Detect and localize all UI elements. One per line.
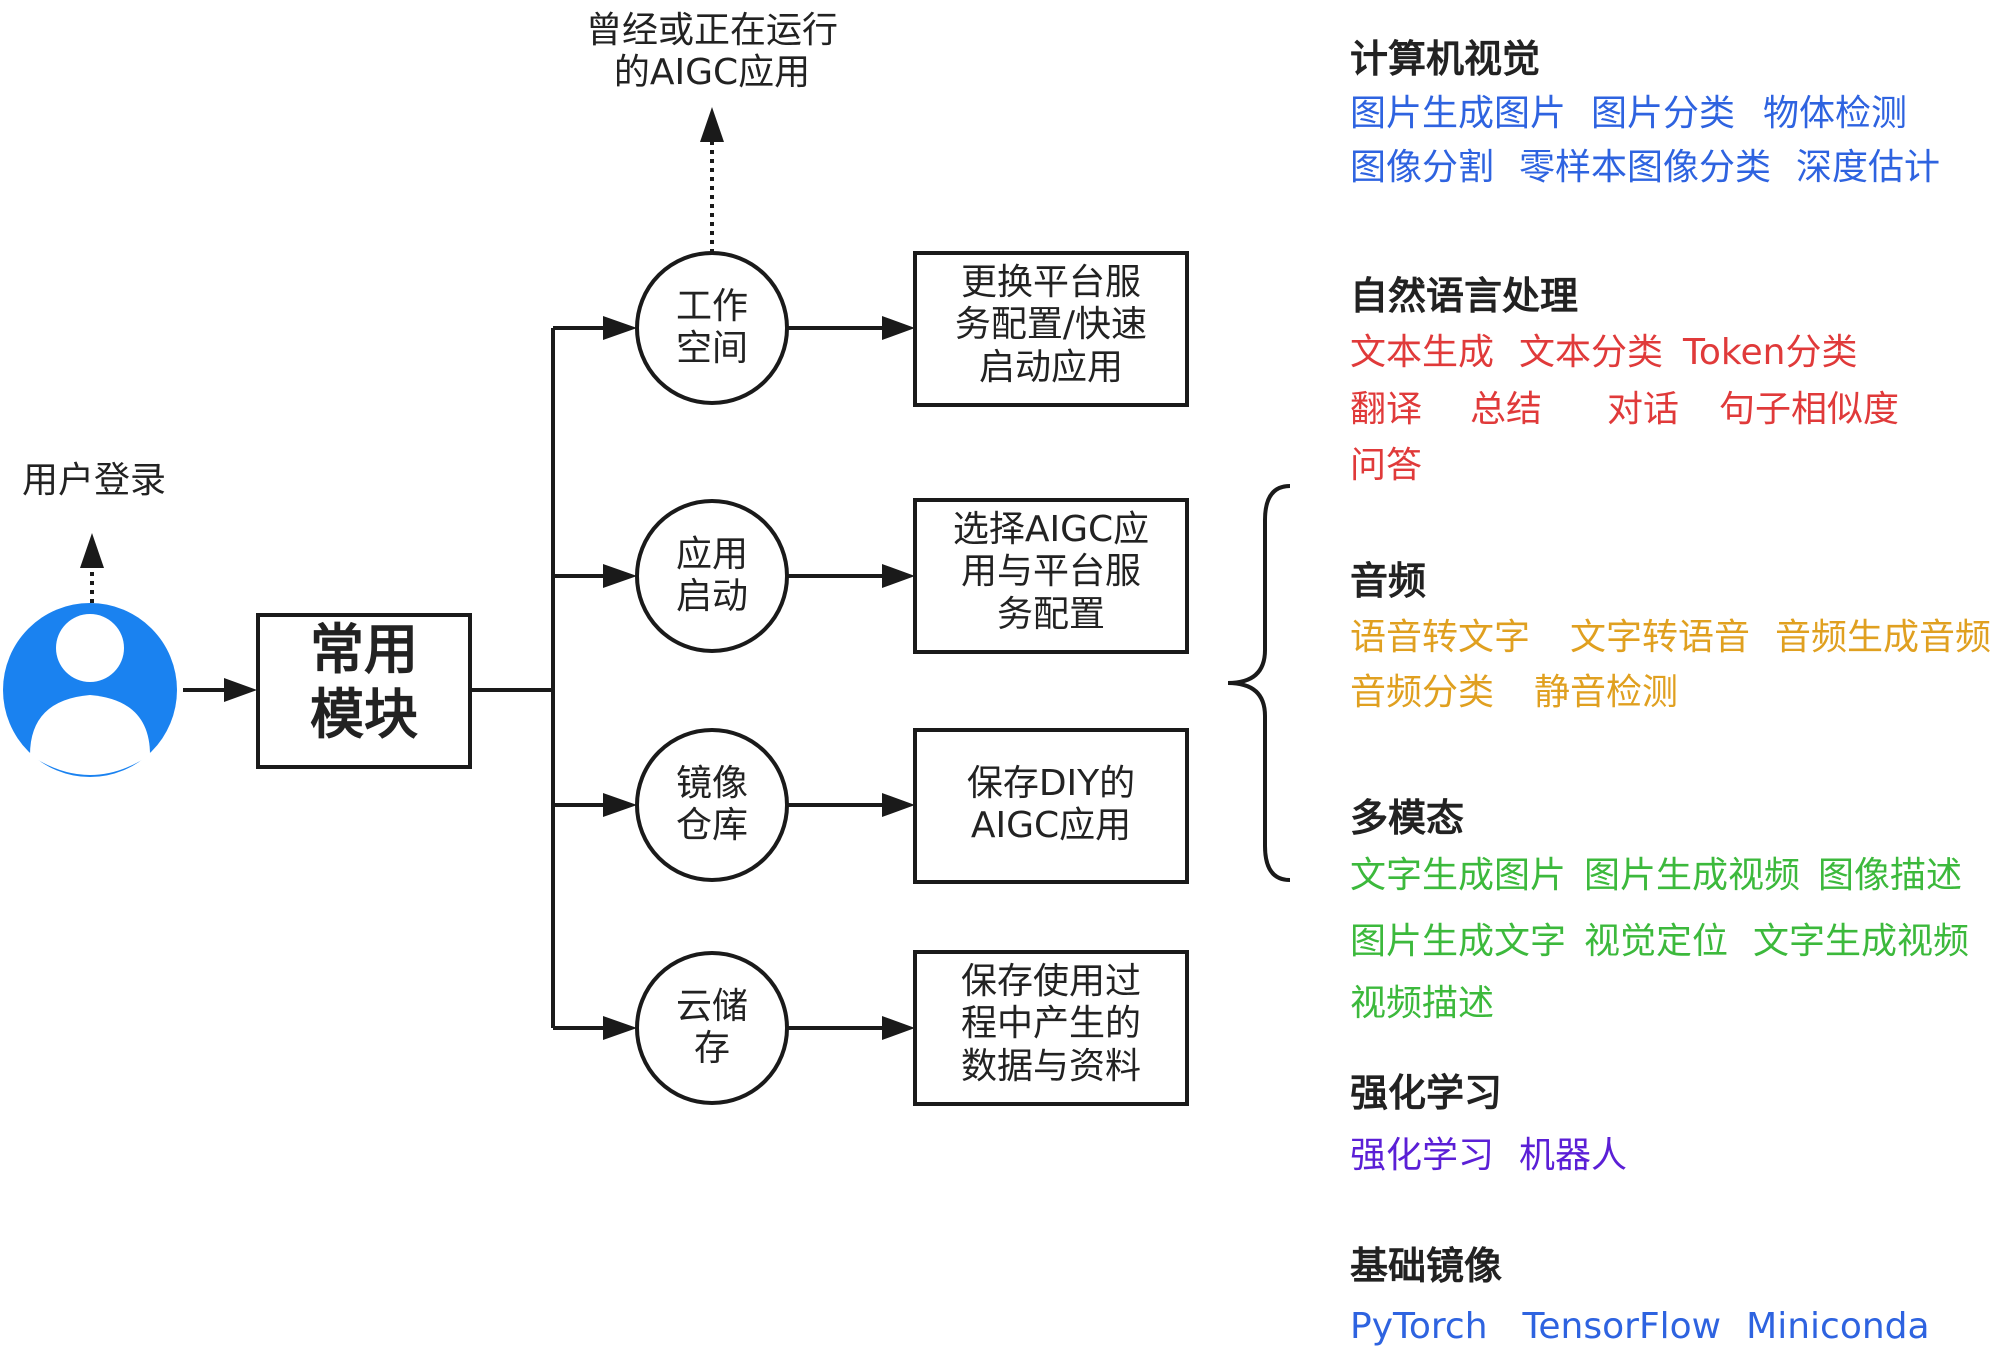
circle-to-box-2-arrowhead: [882, 564, 915, 588]
workspace-up-arrowhead: [700, 107, 724, 142]
category-item-row: 图像分割零样本图像分类深度估计: [1350, 138, 1940, 190]
category-item: 文本分类: [1519, 332, 1664, 373]
login-arrowhead: [80, 533, 104, 568]
category-item: 图像分割: [1350, 147, 1495, 188]
category-item: 静音检测: [1534, 672, 1679, 713]
desc-box-label: 选择AIGC应 用与平台服 务配置: [952, 509, 1150, 635]
category-item-row: PyTorch TensorFlow Miniconda: [1350, 1306, 1930, 1347]
curly-brace: [1227, 484, 1291, 882]
category-item: TensorFlow: [1522, 1306, 1722, 1347]
desc-box-image-repo: [913, 728, 1189, 884]
category-item: 深度估计: [1796, 147, 1941, 188]
module-circle-label: 应用 启动: [675, 534, 748, 618]
category-item: 视觉定位: [1584, 921, 1729, 962]
category-item: 视频描述: [1350, 983, 1495, 1024]
circle-to-box-1-arrowhead: [882, 316, 915, 340]
category-item: 文本生成: [1350, 332, 1495, 373]
branch-2-arrowhead: [603, 564, 637, 588]
category-item: 文字转语音: [1570, 617, 1751, 658]
category-item: 句子相似度: [1719, 389, 1900, 430]
category-item: 机器人: [1519, 1135, 1628, 1176]
category-item-row: 语音转文字文字转语音音频生成音频: [1350, 608, 1991, 660]
category-item: Token分类: [1683, 332, 1858, 373]
category-item: 文字生成图片: [1350, 855, 1567, 896]
desc-box-workspace: [913, 251, 1189, 407]
category-item: PyTorch: [1350, 1306, 1488, 1347]
category-item-row: 文本生成文本分类 Token分类: [1350, 323, 1857, 375]
category-item-row: 图片生成文字视觉定位文字生成视频: [1350, 912, 1969, 964]
category-item: Miniconda: [1746, 1306, 1930, 1347]
main-module-box: [256, 613, 472, 769]
category-item: 对话: [1607, 389, 1680, 430]
category-item: 文字生成视频: [1753, 921, 1970, 962]
category-item-row: 图片生成图片图片分类物体检测: [1350, 84, 1907, 136]
category-item: 零样本图像分类: [1519, 147, 1772, 188]
user-avatar-icon: [3, 603, 177, 777]
category-title: 强化学习: [1350, 1071, 1503, 1115]
module-circle-label: 镜像 仓库: [675, 763, 748, 847]
module-circle-label: 工作 空间: [675, 286, 748, 370]
desc-box-cloud-storage: [913, 950, 1189, 1106]
avatar-to-main-arrowhead: [224, 678, 257, 702]
desc-box-app-launch: [913, 498, 1189, 654]
circle-to-box-3-arrowhead: [882, 793, 915, 817]
category-item: 语音转文字: [1350, 617, 1531, 658]
category-item: 图片生成文字: [1350, 921, 1567, 962]
category-item-row: 问答: [1350, 436, 1422, 488]
category-item: 问答: [1350, 445, 1423, 486]
avatar-body: [30, 695, 150, 775]
desc-box-label: 更换平台服 务配置/快速 启动应用: [954, 262, 1148, 388]
category-title: 自然语言处理: [1350, 274, 1579, 318]
category-title: 多模态: [1350, 796, 1465, 840]
category-item-row: 音频分类静音检测: [1350, 663, 1678, 715]
user-login-label: 用户登录: [21, 460, 166, 501]
module-circle-label: 云储 存: [675, 986, 748, 1070]
main-module-label: 常用 模块: [310, 618, 418, 746]
running-apps-label: 曾经或正在运行 的AIGC应用: [585, 10, 838, 94]
avatar-head: [56, 614, 124, 682]
desc-box-label: 保存DIY的 AIGC应用: [966, 763, 1136, 847]
branch-4-arrowhead: [603, 1016, 637, 1040]
category-item: 图片生成视频: [1584, 855, 1801, 896]
branch-3-arrowhead: [603, 793, 637, 817]
category-title: 基础镜像: [1350, 1244, 1503, 1288]
branch-1-arrowhead: [603, 316, 637, 340]
category-item: 强化学习: [1350, 1135, 1495, 1176]
circle-to-box-4-arrowhead: [882, 1016, 915, 1040]
category-item: 图片分类: [1591, 93, 1736, 134]
category-title: 计算机视觉: [1350, 37, 1541, 81]
category-item-row: 文字生成图片图片生成视频图像描述: [1350, 846, 1962, 898]
category-item: 物体检测: [1763, 93, 1908, 134]
category-item: 音频分类: [1350, 672, 1495, 713]
category-item: 总结: [1470, 389, 1543, 430]
category-item-row: 强化学习机器人: [1350, 1126, 1627, 1178]
category-item: 图像描述: [1818, 855, 1963, 896]
category-item-row: 翻译 总结 对话句子相似度: [1350, 380, 1899, 432]
category-item: 图片生成图片: [1350, 93, 1567, 134]
category-item-row: 视频描述: [1350, 974, 1494, 1026]
desc-box-label: 保存使用过 程中产生的 数据与资料: [960, 961, 1141, 1087]
category-item: 翻译: [1350, 389, 1423, 430]
category-item: 音频生成音频: [1775, 617, 1992, 658]
category-title: 音频: [1350, 559, 1427, 603]
